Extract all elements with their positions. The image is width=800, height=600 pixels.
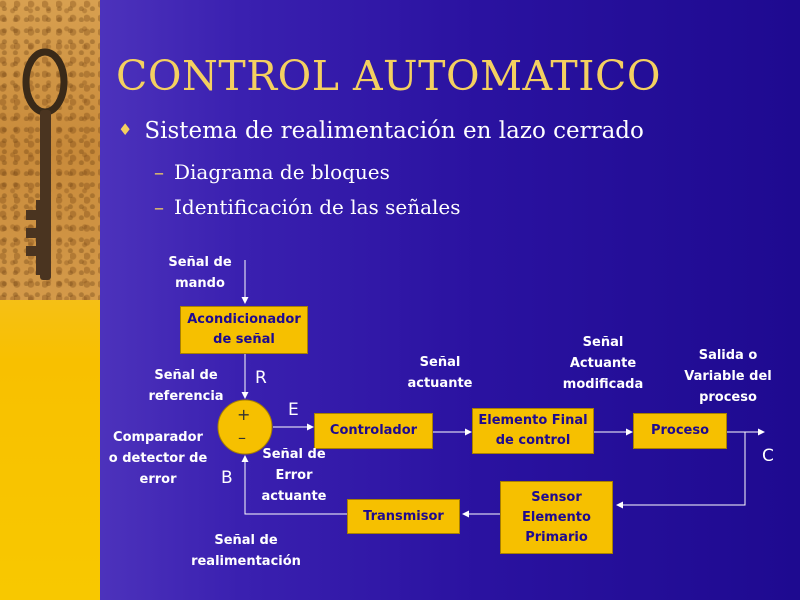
block-controlador: Controlador	[314, 413, 433, 449]
sub-bullet-text: Identificación de las señales	[174, 195, 461, 219]
sub-bullet-1: –Diagrama de bloques	[154, 160, 390, 184]
key-photo	[0, 0, 100, 300]
comparator-minus: –	[238, 428, 246, 447]
main-bullet-text: Sistema de realimentación en lazo cerrad…	[144, 118, 644, 144]
sub-bullet-text: Diagrama de bloques	[174, 160, 390, 184]
block-proceso: Proceso	[633, 413, 727, 449]
block-elemento-final: Elemento Final de control	[472, 408, 594, 454]
block-acondicionador: Acondicionador de señal	[180, 306, 308, 354]
letter-r: R	[255, 368, 267, 388]
block-transmisor: Transmisor	[347, 499, 460, 534]
block-sensor: Sensor Elemento Primario	[500, 481, 613, 554]
comparator-plus: +	[237, 405, 251, 424]
comparator-circle	[217, 399, 273, 455]
key-icon	[22, 48, 68, 280]
letter-c: C	[762, 446, 774, 466]
letter-e: E	[288, 400, 299, 420]
main-bullet: ♦ Sistema de realimentación en lazo cerra…	[118, 118, 644, 144]
diamond-bullet-icon: ♦	[118, 120, 133, 139]
letter-b: B	[221, 468, 233, 488]
slide-title: CONTROL AUTOMATICO	[116, 52, 661, 100]
sub-bullet-2: –Identificación de las señales	[154, 195, 461, 219]
